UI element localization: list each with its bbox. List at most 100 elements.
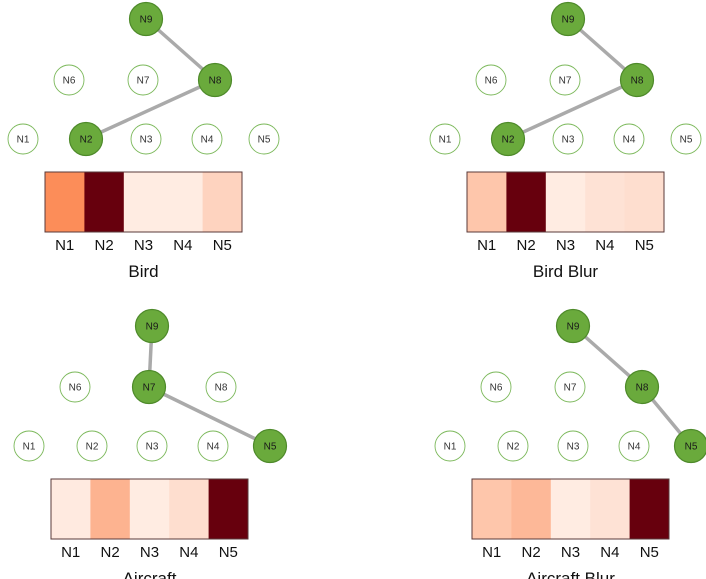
inactive-node-circle <box>475 64 507 96</box>
heatmap-label-n2: N2 <box>522 544 541 561</box>
node-n1: N1 <box>7 123 39 155</box>
node-n6: N6 <box>59 371 91 403</box>
node-label: N7 <box>559 76 572 87</box>
heatmap <box>471 478 670 540</box>
node-n5: N5 <box>673 428 706 464</box>
node-label: N4 <box>628 442 641 453</box>
active-node-circle <box>550 1 586 37</box>
inactive-node-circle <box>613 123 645 155</box>
node-n9: N9 <box>128 1 164 37</box>
node-n2: N2 <box>76 430 108 462</box>
node-n7: N7 <box>549 64 581 96</box>
panel-caption: Aircraft Blur <box>526 569 615 579</box>
node-n6: N6 <box>475 64 507 96</box>
node-label: N2 <box>507 442 520 453</box>
inactive-node-circle <box>549 64 581 96</box>
node-label: N9 <box>140 15 153 26</box>
node-n2: N2 <box>68 121 104 157</box>
node-n6: N6 <box>480 371 512 403</box>
heatmap-label-n3: N3 <box>561 544 580 561</box>
node-n4: N4 <box>197 430 229 462</box>
inactive-node-circle <box>53 64 85 96</box>
heatmap-label-n3: N3 <box>556 237 575 254</box>
active-node-circle <box>68 121 104 157</box>
node-n5: N5 <box>670 123 702 155</box>
heatmap-cell-n2 <box>84 172 125 232</box>
panel-caption: Aircraft <box>123 569 177 579</box>
edge-N8-N2 <box>506 78 639 141</box>
heatmap-cell-n4 <box>163 172 204 232</box>
node-label: N4 <box>201 135 214 146</box>
heatmap-label-n5: N5 <box>640 544 659 561</box>
node-n8: N8 <box>205 371 237 403</box>
heatmap-cell-n5 <box>208 479 249 539</box>
node-n3: N3 <box>136 430 168 462</box>
node-n3: N3 <box>130 123 162 155</box>
active-node-circle <box>619 62 655 98</box>
node-label: N5 <box>264 442 277 453</box>
node-label: N1 <box>444 442 457 453</box>
heatmap-cell-n3 <box>129 479 170 539</box>
inactive-node-circle <box>618 430 650 462</box>
heatmap-label-n4: N4 <box>595 237 614 254</box>
active-node-circle <box>673 428 706 464</box>
active-node-circle <box>134 308 170 344</box>
node-label: N9 <box>562 15 575 26</box>
heatmap-cell-n1 <box>467 172 507 232</box>
node-label: N7 <box>137 76 150 87</box>
node-n2: N2 <box>490 121 526 157</box>
node-label: N6 <box>490 383 503 394</box>
heatmap <box>44 171 243 233</box>
active-node-circle <box>252 428 288 464</box>
node-label: N3 <box>567 442 580 453</box>
heatmap-cell-n3 <box>123 172 164 232</box>
node-n6: N6 <box>53 64 85 96</box>
active-node-circle <box>128 1 164 37</box>
inactive-node-circle <box>13 430 45 462</box>
heatmap-label-n3: N3 <box>140 544 159 561</box>
node-n1: N1 <box>434 430 466 462</box>
edge-N7-N5 <box>147 385 272 448</box>
heatmap-cell-n1 <box>45 172 85 232</box>
inactive-node-circle <box>59 371 91 403</box>
heatmap-label-n5: N5 <box>635 237 654 254</box>
node-label: N3 <box>146 442 159 453</box>
panel-caption: Bird <box>128 262 158 281</box>
node-label: N7 <box>143 383 156 394</box>
node-label: N8 <box>631 76 644 87</box>
inactive-node-circle <box>552 123 584 155</box>
heatmap-border <box>44 171 243 233</box>
heatmap-label-n1: N1 <box>482 544 501 561</box>
heatmap-label-n2: N2 <box>95 237 114 254</box>
heatmap-cell-n2 <box>90 479 131 539</box>
node-n8: N8 <box>197 62 233 98</box>
heatmap-cell-n3 <box>550 479 591 539</box>
active-node-circle <box>197 62 233 98</box>
node-label: N6 <box>69 383 82 394</box>
heatmap-border <box>466 171 665 233</box>
active-node-circle <box>555 308 591 344</box>
node-n9: N9 <box>134 308 170 344</box>
node-label: N3 <box>562 135 575 146</box>
node-label: N6 <box>485 76 498 87</box>
node-label: N8 <box>636 383 649 394</box>
node-n3: N3 <box>552 123 584 155</box>
node-label: N5 <box>680 135 693 146</box>
heatmap-border <box>471 478 670 540</box>
inactive-node-circle <box>554 371 586 403</box>
node-n4: N4 <box>618 430 650 462</box>
node-n7: N7 <box>131 369 167 405</box>
heatmap-label-n1: N1 <box>55 237 74 254</box>
inactive-node-circle <box>670 123 702 155</box>
inactive-node-circle <box>480 371 512 403</box>
heatmap-cell-n3 <box>545 172 586 232</box>
heatmap-label-n4: N4 <box>173 237 192 254</box>
heatmap-cell-n5 <box>629 479 670 539</box>
active-node-circle <box>131 369 167 405</box>
heatmap-cell-n5 <box>624 172 665 232</box>
heatmap-label-n3: N3 <box>134 237 153 254</box>
inactive-node-circle <box>497 430 529 462</box>
inactive-node-circle <box>191 123 223 155</box>
